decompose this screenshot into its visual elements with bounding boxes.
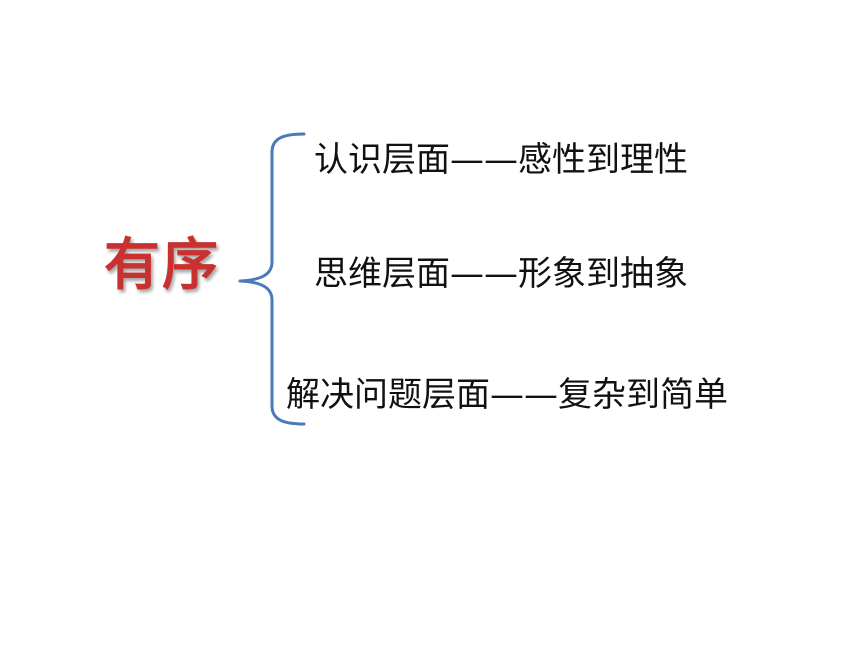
branch-cognition-level: 认识层面——感性到理性: [314, 140, 688, 180]
branch-problem-solving-level: 解决问题层面——复杂到简单: [286, 375, 728, 415]
root-concept-label: 有序: [104, 233, 220, 298]
branch-thinking-level: 思维层面——形象到抽象: [314, 254, 688, 294]
